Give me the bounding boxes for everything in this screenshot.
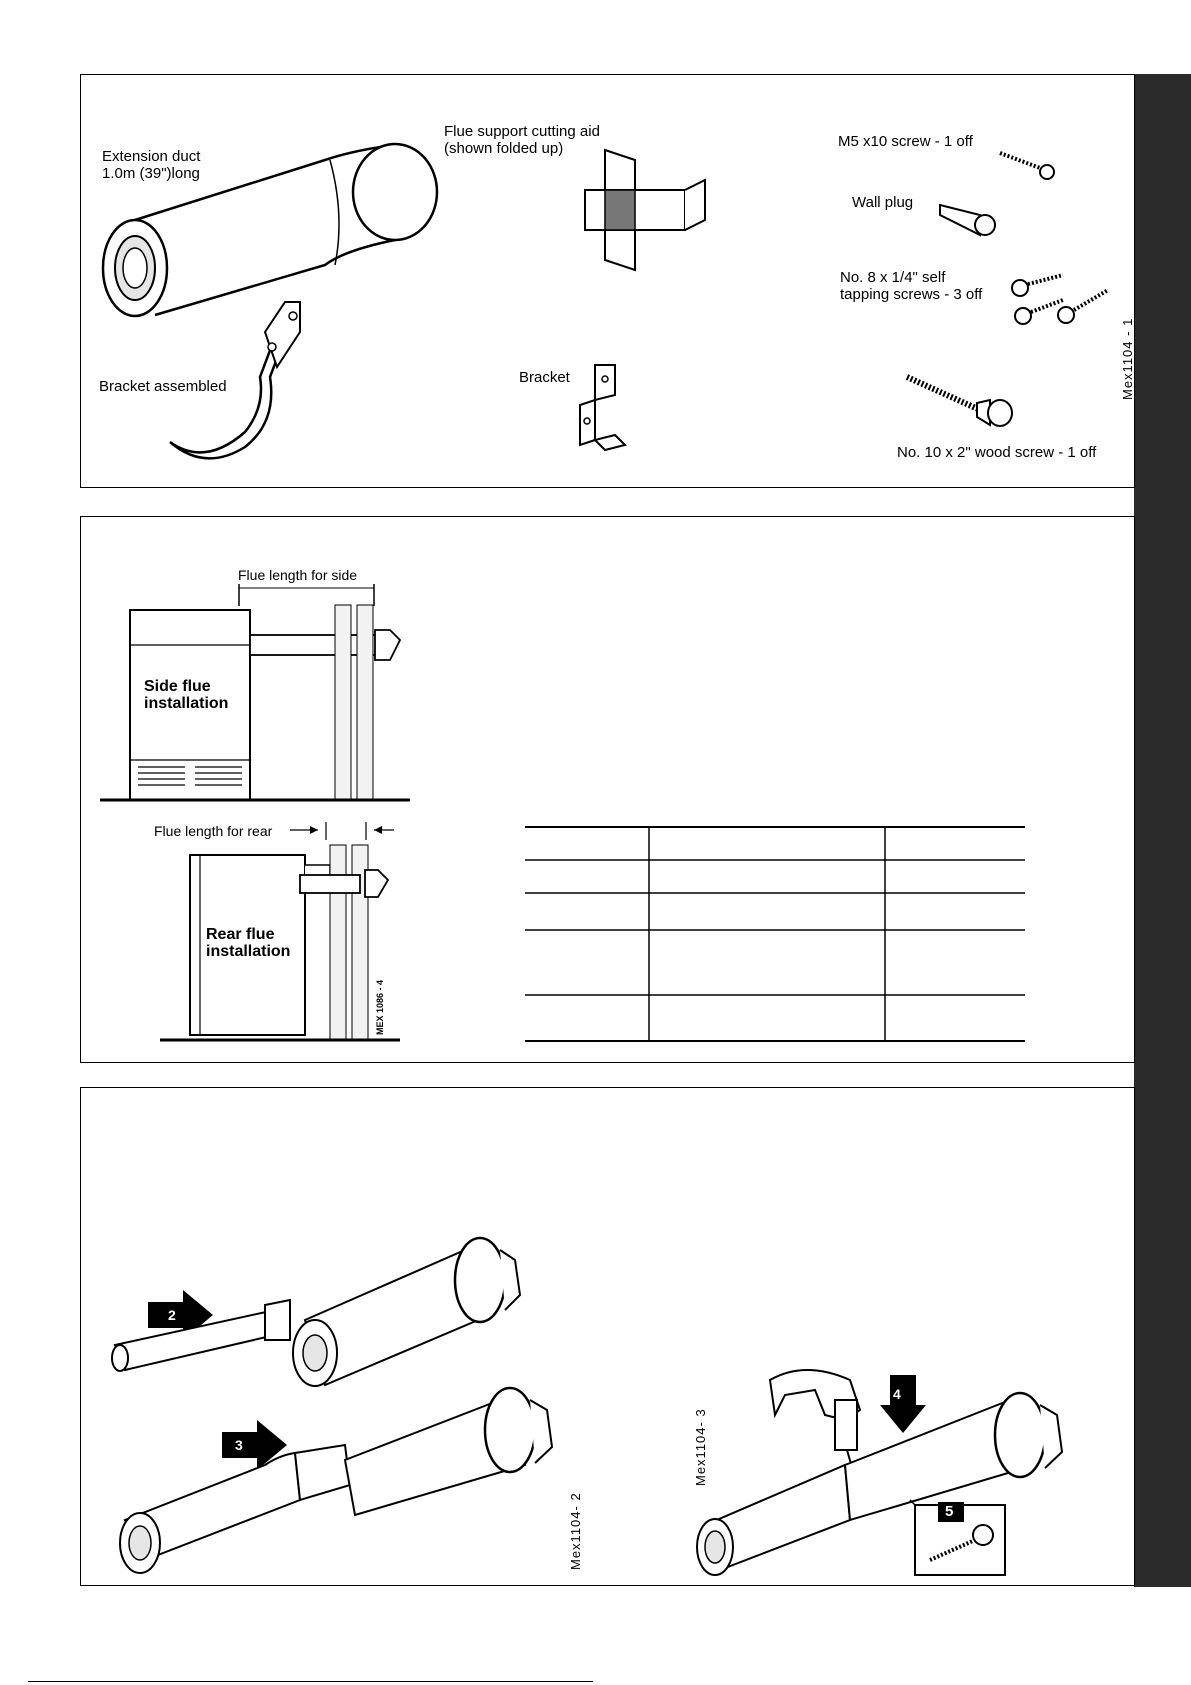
step-3-label: 3 (235, 1437, 243, 1453)
extension-duct-label: Extension duct 1.0m (39")long (102, 148, 201, 182)
flue-length-rear-label: Flue length for rear (154, 823, 273, 839)
step-2-parts-drawing (111, 1236, 522, 1387)
side-dimension-line (238, 584, 375, 606)
footer-rule (28, 1681, 593, 1682)
step-3-arrow-icon (222, 1420, 287, 1470)
step-2-label: 2 (168, 1307, 176, 1323)
components-panel (80, 74, 1135, 488)
rear-dimension-arrows (290, 822, 394, 840)
step-5-screw-callout (909, 1499, 1006, 1576)
edge-tab (1134, 74, 1191, 1587)
step-4-arrow-icon (880, 1375, 926, 1433)
step-3-assembly-drawing (119, 1386, 554, 1574)
bracket-drawing (579, 364, 627, 452)
figure-ref-1: Mex1104 - 1 (1120, 317, 1135, 400)
tapping-screws-label: No. 8 x 1/4" self tapping screws - 3 off (840, 269, 983, 303)
flue-length-side-label: Flue length for side (238, 567, 358, 583)
cutting-aid-label: Flue support cutting aid (shown folded u… (444, 123, 600, 157)
rear-flue-label: Rear flue installation (206, 926, 291, 960)
step-4-assembly-drawing (696, 1391, 1064, 1576)
wood-screw-label: No. 10 x 2" wood screw - 1 off (897, 444, 1097, 461)
bracket-assembled-label: Bracket assembled (99, 378, 227, 395)
side-flue-label: Side flue installation (144, 678, 229, 712)
side-flue-drawing (100, 604, 410, 802)
step-5-badge (938, 1502, 964, 1522)
flue-length-panel (80, 516, 1135, 1063)
step-5-label: 5 (945, 1503, 954, 1520)
wall-plug-icon (939, 203, 996, 237)
m5-screw-label: M5 x10 screw - 1 off (838, 133, 973, 150)
figure-ref-2: MEX 1086 - 4 (375, 979, 385, 1035)
extension-duct-drawing (101, 142, 439, 318)
wood-screw-icon (905, 374, 1013, 427)
bracket-label: Bracket (519, 369, 570, 386)
wall-plug-label: Wall plug (852, 194, 914, 211)
figure-ref-3: Mex1104- 2 (568, 1492, 583, 1570)
tapping-screws-icon (1011, 273, 1110, 325)
m5-screw-icon (999, 151, 1055, 180)
bracket-assembled-drawing (169, 301, 301, 460)
assembly-panel (80, 1087, 1135, 1586)
drill-icon (768, 1369, 862, 1496)
cutting-aid-drawing (584, 148, 706, 272)
rear-flue-drawing (160, 844, 400, 1042)
flue-length-table (525, 826, 1025, 1042)
step-4-label: 4 (893, 1386, 901, 1402)
